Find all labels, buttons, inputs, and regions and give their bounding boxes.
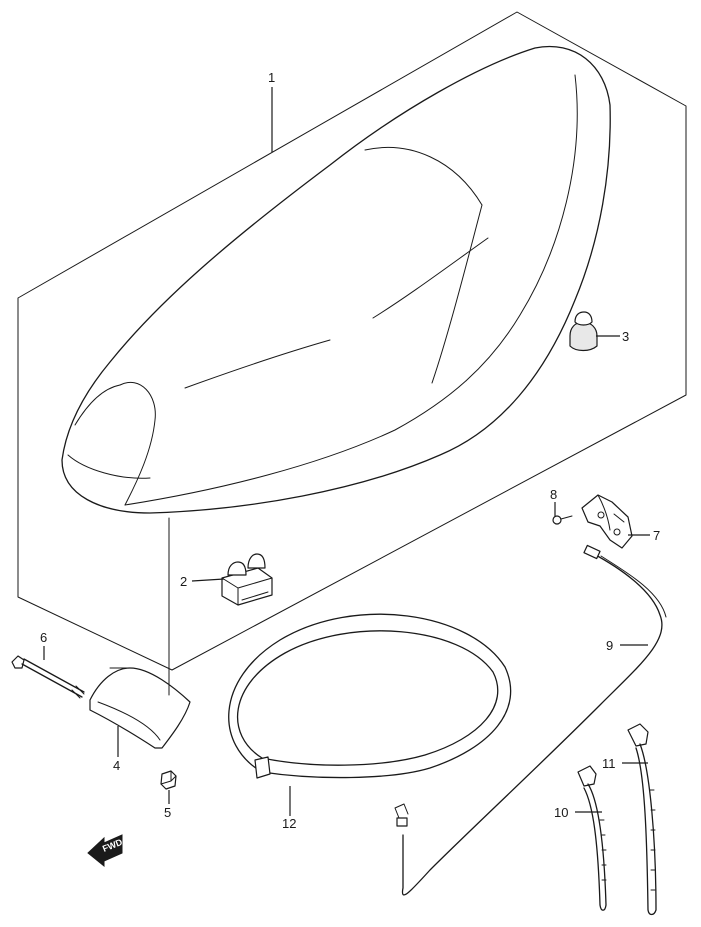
callout-1: 1: [268, 70, 275, 85]
callout-12: 12: [282, 816, 296, 831]
callout-4: 4: [113, 758, 120, 773]
trim-band-part: [228, 613, 512, 779]
callout-10: 10: [554, 805, 568, 820]
cable-tie-short-part: [577, 765, 607, 911]
hinge-bracket-part: [89, 667, 191, 749]
callout-7: 7: [653, 528, 660, 543]
callout-2: 2: [180, 574, 187, 589]
callout-9: 9: [606, 638, 613, 653]
callout-6: 6: [40, 630, 47, 645]
nut-part: [160, 770, 177, 790]
cable-tie-long-part: [627, 723, 657, 916]
callout-11: 11: [602, 756, 616, 771]
callout-5: 5: [164, 805, 171, 820]
callout-8: 8: [550, 487, 557, 502]
long-bolt-part: [11, 655, 85, 699]
seat-lock-part: [581, 494, 633, 549]
bolt-part: [552, 515, 573, 525]
forward-arrow-icon: FWD: [87, 834, 124, 868]
seat-cushion-part: [569, 311, 598, 352]
assembly-boundary: [17, 11, 687, 671]
callout-3: 3: [622, 329, 629, 344]
seat-part: [61, 45, 611, 514]
seat-lock-cable-part: [394, 544, 667, 896]
leader-lines: [43, 87, 650, 816]
bracket-block-part: [221, 553, 273, 606]
